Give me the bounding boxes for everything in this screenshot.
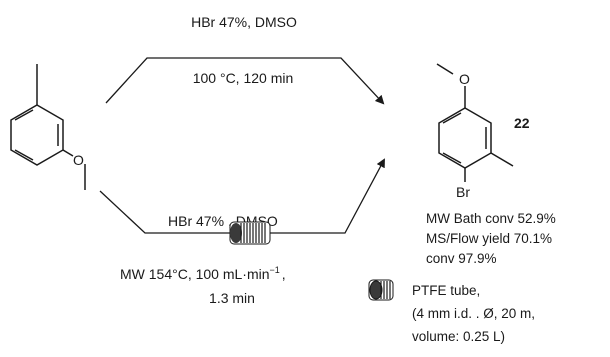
pr-inner-bond-3: [442, 112, 462, 124]
sm-oxygen-label: O: [73, 152, 84, 168]
sm-oxygen-bond: [62, 149, 74, 157]
result-line: MS/Flow yield 70.1%: [426, 231, 552, 246]
product-bromo-label: Br: [456, 184, 470, 200]
bottom-route-conditions: MW 154°C, 100 mL·min−1,: [120, 265, 286, 282]
ptfe-coil-icon: [229, 221, 271, 245]
sm-inner-bond-2: [14, 149, 34, 161]
top-route-reagents: HBr 47%, DMSO: [191, 14, 297, 30]
result-line: conv 97.9%: [426, 251, 497, 266]
pr-inner-bond-2: [442, 152, 462, 164]
bottom-route-time: 1.3 min: [209, 290, 255, 306]
legend-title: PTFE tube,: [412, 283, 480, 298]
product-structure: [436, 63, 514, 182]
pr-methyl-bond: [490, 152, 514, 167]
sm-inner-bond-3: [14, 109, 34, 121]
product-oxygen-label: O: [459, 71, 470, 87]
starting-material-structure: [10, 64, 86, 190]
top-route-conditions: 100 °C, 120 min: [193, 70, 294, 86]
results-block: MW Bath conv 52.9% MS/Flow yield 70.1% c…: [426, 211, 556, 266]
pr-methoxy-methyl-bond: [436, 63, 454, 75]
legend-dimensions: (4 mm i.d. . Ø, 20 m,: [412, 306, 535, 321]
legend-coil-icon: [368, 279, 394, 301]
top-route-arrow: [105, 57, 385, 105]
product-ring: [438, 107, 492, 169]
legend-volume: volume: 0.25 L): [412, 329, 505, 344]
starting-material-ring: [10, 104, 64, 166]
compound-number: 22: [514, 115, 530, 131]
result-line: MW Bath conv 52.9%: [426, 211, 556, 226]
